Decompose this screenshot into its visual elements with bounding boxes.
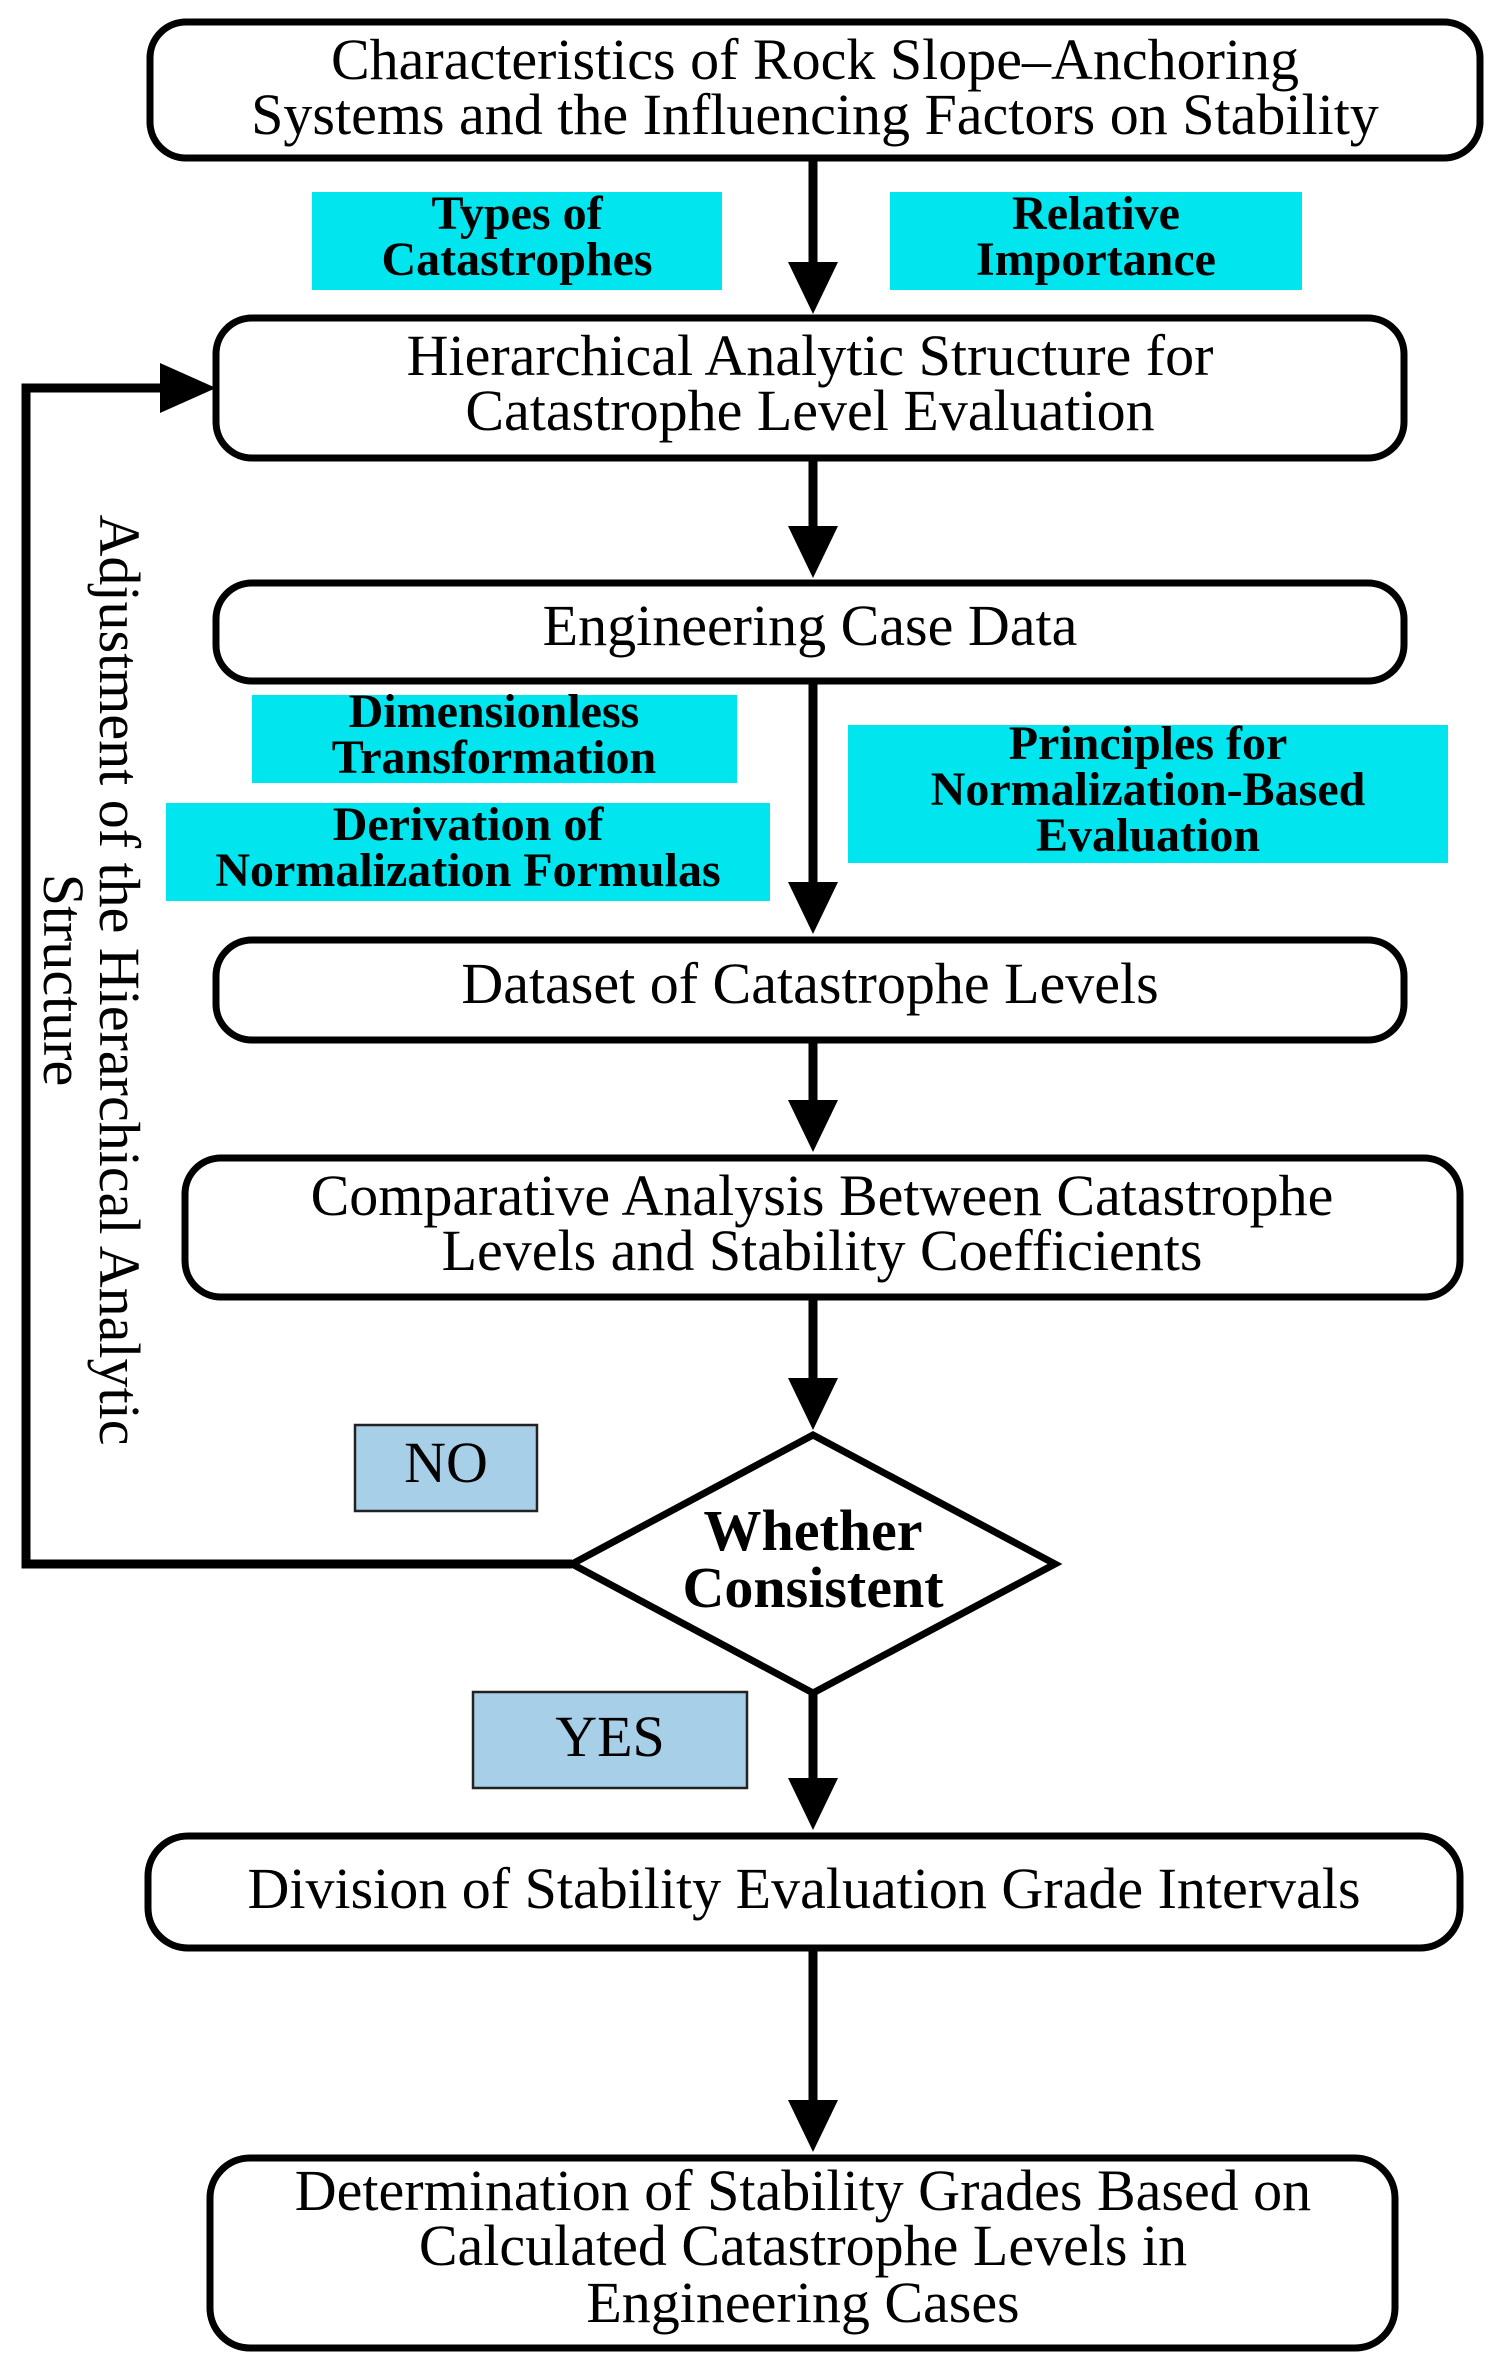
decision-line-2: Consistent <box>682 1555 944 1620</box>
arrow-1-head <box>788 262 838 314</box>
tag-dimensionless-line-2: Transformation <box>332 731 656 784</box>
tag-principles-line-2: Normalization-Based <box>931 763 1366 816</box>
tag-relative-line-2: Importance <box>976 233 1216 286</box>
arrow-2-head <box>788 526 838 578</box>
feedback-loop-head <box>160 363 216 413</box>
node-determination-of-stability-grades: Determination of Stability Grades Based … <box>206 2154 1399 2352</box>
node-comparative-line-1: Comparative Analysis Between Catastrophe <box>311 1163 1334 1228</box>
feedback-loop-line <box>21 383 572 1569</box>
node-characteristics-line-1: Characteristics of Rock Slope–Anchoring <box>331 27 1299 92</box>
feedback-label: Adjustment of the Hierarchical Analytic … <box>31 515 152 1446</box>
tag-principles-line-1: Principles for <box>1009 717 1288 770</box>
node-determination-line-1: Determination of Stability Grades Based … <box>295 2158 1311 2223</box>
feedback-label-line-2: Structure <box>31 874 96 1087</box>
node-engineering-case-label: Engineering Case Data <box>543 593 1078 658</box>
tag-principles-line-3: Evaluation <box>1036 809 1260 862</box>
connectors <box>21 158 838 2152</box>
decision-line-1: Whether <box>703 1498 922 1563</box>
tag-types-line-2: Catastrophes <box>381 233 652 286</box>
tag-dimensionless-transformation: Dimensionless Transformation <box>252 685 737 784</box>
node-dataset-label: Dataset of Catastrophe Levels <box>461 951 1158 1016</box>
decision-whether-consistent: Whether Consistent <box>564 1431 1063 1697</box>
tag-types-line-1: Types of <box>431 187 603 240</box>
branch-no-text: NO <box>404 1430 488 1495</box>
node-determination-line-3: Engineering Cases <box>586 2270 1019 2335</box>
arrow-3-head <box>788 882 838 934</box>
node-hierarchical-structure: Hierarchical Analytic Structure for Cata… <box>212 314 1408 462</box>
node-engineering-case-data: Engineering Case Data <box>212 579 1408 685</box>
branch-no-label: NO <box>353 1423 539 1513</box>
tag-dimensionless-line-1: Dimensionless <box>349 685 640 738</box>
feedback-label-line-1: Adjustment of the Hierarchical Analytic <box>87 515 152 1446</box>
tag-relative-importance: Relative Importance <box>890 187 1302 290</box>
node-characteristics-line-2: Systems and the Influencing Factors on S… <box>251 82 1379 147</box>
node-hierarchical-line-1: Hierarchical Analytic Structure for <box>407 323 1214 388</box>
branch-yes-text: YES <box>555 1704 665 1769</box>
arrow-7-head <box>788 2100 838 2152</box>
tag-derivation-of-normalization-formulas: Derivation of Normalization Formulas <box>166 798 770 901</box>
node-comparative-line-2: Levels and Stability Coefficients <box>442 1218 1203 1283</box>
node-determination-line-2: Calculated Catastrophe Levels in <box>419 2213 1187 2278</box>
tag-types-of-catastrophes: Types of Catastrophes <box>312 187 722 290</box>
tag-relative-line-1: Relative <box>1012 187 1180 240</box>
tag-principles-normalization-evaluation: Principles for Normalization-Based Evalu… <box>848 717 1448 863</box>
node-characteristics: Characteristics of Rock Slope–Anchoring … <box>146 18 1484 162</box>
node-dataset-of-catastrophe-levels: Dataset of Catastrophe Levels <box>212 936 1408 1044</box>
node-comparative-analysis: Comparative Analysis Between Catastrophe… <box>181 1154 1464 1301</box>
node-division-label: Division of Stability Evaluation Grade I… <box>247 1856 1360 1921</box>
arrow-6-head <box>788 1778 838 1830</box>
node-hierarchical-line-2: Catastrophe Level Evaluation <box>465 378 1154 443</box>
branch-yes-label: YES <box>471 1690 749 1790</box>
arrow-5-head <box>788 1378 838 1430</box>
tag-derivation-line-1: Derivation of <box>333 798 605 851</box>
tag-derivation-line-2: Normalization Formulas <box>215 844 720 897</box>
arrow-4-head <box>788 1100 838 1152</box>
node-division-of-grade-intervals: Division of Stability Evaluation Grade I… <box>144 1832 1464 1952</box>
